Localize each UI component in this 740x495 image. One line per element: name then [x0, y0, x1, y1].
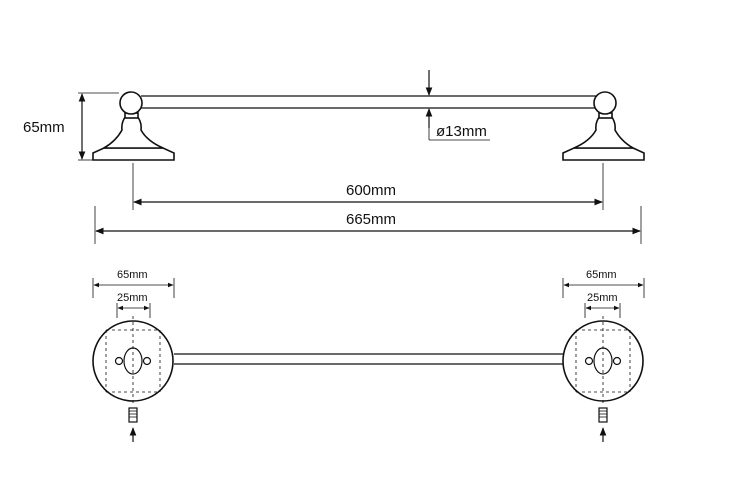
right-base-plate — [562, 316, 644, 442]
center-distance-dimension: 600mm — [132, 163, 604, 210]
left-screw-hole-2 — [142, 356, 152, 366]
left-hole-spacing-label: 25mm — [117, 292, 148, 304]
plan-view: 65mm 25mm 65mm 25mm — [92, 269, 645, 442]
right-center-slot — [593, 347, 613, 375]
height-dimension: 65mm — [23, 92, 119, 161]
diameter-label: ø13mm — [436, 123, 487, 140]
right-screw-hole-1 — [584, 356, 594, 366]
plan-rod — [174, 353, 563, 365]
left-bracket — [92, 91, 175, 161]
diameter-callout: ø13mm — [425, 70, 490, 141]
right-base-width-label: 65mm — [586, 269, 617, 281]
right-hole-spacing-label: 25mm — [587, 292, 618, 304]
height-label: 65mm — [23, 119, 65, 136]
overall-length-label: 665mm — [346, 211, 396, 228]
left-set-screw — [128, 407, 138, 423]
right-screw-hole-2 — [612, 356, 622, 366]
front-elevation: 65mm ø13mm 600mm 665mm — [23, 70, 645, 244]
left-base-width-label: 65mm — [117, 269, 148, 281]
left-base-plate — [92, 316, 174, 442]
left-hole-spacing-dimension: 25mm — [116, 292, 151, 318]
left-screw-hole-1 — [114, 356, 124, 366]
right-hole-spacing-dimension: 25mm — [584, 292, 621, 318]
right-base-width-dimension: 65mm — [562, 269, 645, 298]
left-center-slot — [123, 347, 143, 375]
left-base-width-dimension: 65mm — [92, 269, 175, 298]
right-bracket — [562, 91, 645, 161]
overall-length-dimension: 665mm — [94, 206, 642, 244]
center-distance-label: 600mm — [346, 182, 396, 199]
right-set-screw — [598, 407, 608, 423]
towel-bar-rod — [141, 95, 596, 109]
